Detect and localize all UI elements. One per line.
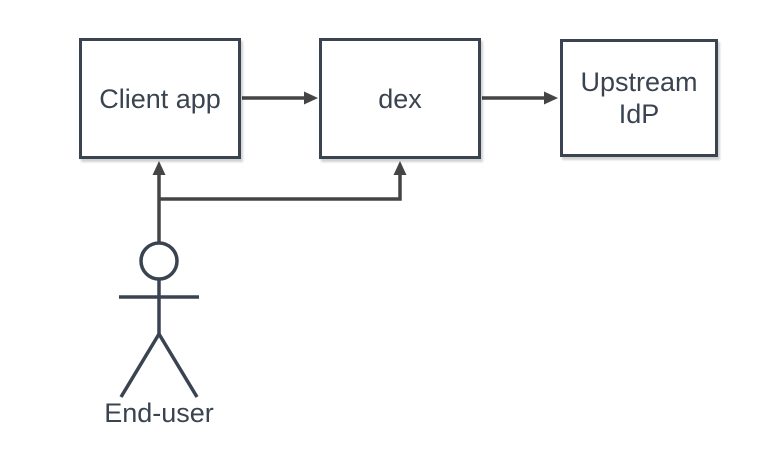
node-client-app-label: Client app: [99, 83, 221, 114]
node-dex-label: dex: [378, 83, 422, 114]
arrow-user-to-client: [152, 161, 166, 243]
stick-figure: [119, 241, 199, 398]
node-dex: dex: [319, 38, 481, 159]
arrow-dex-to-upstream: [482, 91, 558, 105]
node-upstream-idp-label: Upstream IdP: [580, 67, 698, 129]
actor-label: End-user: [104, 398, 214, 428]
actor-leg-right: [157, 333, 199, 398]
arrow-user-to-dex: [159, 161, 407, 201]
actor-leg-left: [119, 333, 161, 398]
node-client-app: Client app: [79, 38, 241, 159]
node-upstream-idp: Upstream IdP: [560, 39, 718, 157]
arrow-client-to-dex: [242, 91, 318, 105]
actor-head: [139, 241, 179, 281]
